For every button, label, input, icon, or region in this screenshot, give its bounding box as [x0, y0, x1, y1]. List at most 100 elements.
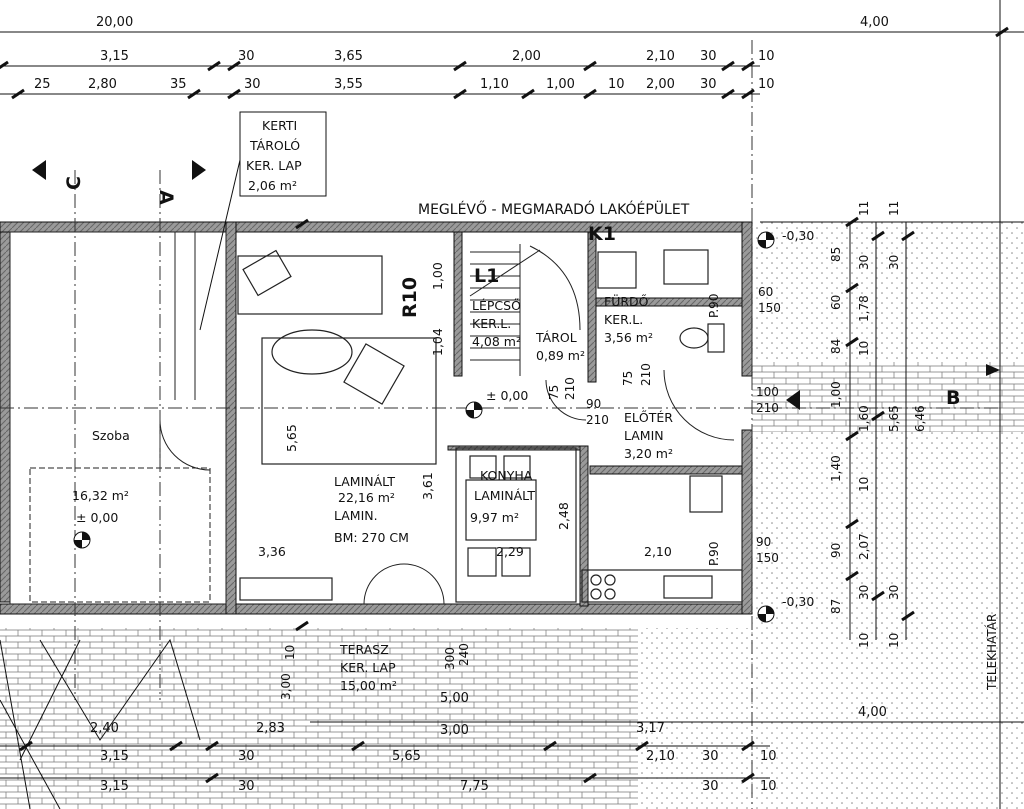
furdo-line2: KER.L.: [604, 312, 643, 327]
dim-rc2-3: 10: [857, 341, 871, 356]
dim-rc1-6: 87: [829, 599, 843, 614]
dim-rc2-5: 10: [857, 477, 871, 492]
door-swings: [159, 369, 735, 605]
nappali-w: 5,65: [284, 424, 299, 452]
dim-b-c: 3,00: [440, 723, 469, 738]
wall-tag-r10: R10: [399, 277, 421, 318]
dim-b-e: 3,15: [100, 749, 129, 764]
kerti-leader: [199, 159, 241, 331]
terasz-line1: TERASZ: [339, 642, 389, 657]
dim-r2-2: 35: [170, 77, 187, 92]
tarolo-line1: TÁROL: [535, 330, 577, 345]
level-minus-030-top: -0,30: [782, 228, 814, 243]
dim-r2-7: 10: [608, 77, 625, 92]
nappali-d3: 3,36: [258, 544, 286, 559]
nappali-line3: LAMIN.: [334, 508, 378, 523]
lepcso-line3: 4,08 m²: [472, 334, 521, 349]
staircase: [469, 244, 581, 376]
dim-rc3-0: 11: [887, 201, 901, 216]
dim-rc3-2: 5,65: [887, 405, 901, 432]
szoba-room: [9, 231, 227, 605]
dim-r2-8: 2,00: [646, 77, 675, 92]
dim-rc2-8: 10: [857, 633, 871, 648]
dim-r1-2: 3,65: [334, 49, 363, 64]
dim-r1-0: 3,15: [100, 49, 129, 64]
furdo-line1: FÜRDŐ: [604, 293, 649, 309]
dim-b-h: 2,10: [646, 749, 675, 764]
lepcso-line1: LÉPCSŐ: [472, 298, 521, 313]
dim-rc1-4: 1,40: [829, 455, 843, 482]
nappali-line4: BM: 270 CM: [334, 530, 409, 545]
dim-r2-10: 10: [758, 77, 775, 92]
dm-g: 100: [756, 385, 779, 399]
section-lines: [0, 40, 1000, 809]
bottom-right-dots: [638, 628, 1024, 809]
dim-rc3-4: 30: [887, 585, 901, 600]
dim-b-d: 3,17: [636, 721, 665, 736]
bottom-dimension-texts: 2,40 2,83 3,00 3,17 3,15 30 5,65 2,10 30…: [90, 643, 887, 794]
level-minus-030-bottom: -0,30: [782, 594, 814, 609]
wall-tag-l1: L1: [474, 265, 499, 287]
konyha-line1: KONYHA: [480, 468, 533, 483]
section-arrows: [32, 160, 1000, 410]
dim-rc3-1: 30: [887, 255, 901, 270]
dim-b-n: 30: [702, 779, 719, 794]
nappali-d1: 1,00: [430, 262, 445, 290]
szoba-area: 16,32 m²: [72, 488, 129, 503]
dim-rc1-5: 90: [829, 543, 843, 558]
dm-i: 60: [758, 285, 773, 299]
dim-r1-4: 2,10: [646, 49, 675, 64]
dim-r2-3: 30: [244, 77, 261, 92]
dim-b-k: 3,15: [100, 779, 129, 794]
dim-rc2-2: 1,78: [857, 295, 871, 322]
kerti-line3: KER. LAP: [246, 158, 302, 173]
dim-b-f: 30: [238, 749, 255, 764]
eloter-line3: 3,20 m²: [624, 446, 673, 461]
level-marker-fill: [74, 232, 774, 622]
dim-b-o: 10: [760, 779, 777, 794]
terasz-line2: KER. LAP: [340, 660, 396, 675]
dim-r2-6: 1,00: [546, 77, 575, 92]
terrace-diagonals: [0, 638, 201, 809]
dim-b-b: 2,83: [256, 721, 285, 736]
dim-b-l: 30: [238, 779, 255, 794]
dm-c: 75: [547, 385, 561, 400]
building-walls: [0, 221, 753, 615]
dimension-ticks: [0, 26, 1009, 784]
szoba-level: ± 0,00: [76, 510, 118, 525]
kerti-label-box: [239, 111, 327, 197]
dim-r1-3: 2,00: [512, 49, 541, 64]
dim-r2-1: 2,80: [88, 77, 117, 92]
dim-rc3-5: 10: [887, 633, 901, 648]
kerti-line1: KERTI: [262, 118, 297, 133]
dim-b-g: 5,65: [392, 749, 421, 764]
konyha-line3: 9,97 m²: [470, 510, 519, 525]
dm-j: 150: [758, 301, 781, 315]
dm-h: 210: [756, 401, 779, 415]
dim-b-m: 7,75: [460, 779, 489, 794]
dim-r2-5: 1,10: [480, 77, 509, 92]
furdo-line3: 3,56 m²: [604, 330, 653, 345]
dm-d: 210: [563, 377, 577, 400]
konyha-w: 2,29: [496, 544, 524, 559]
dim-rc2-7: 30: [857, 585, 871, 600]
dim-r1-1: 30: [238, 49, 255, 64]
dim-b-i: 30: [702, 749, 719, 764]
existing-building-label: MEGLÉVŐ - MEGMARADÓ LAKÓÉPÜLET: [418, 200, 690, 218]
nappali-line2: 22,16 m²: [338, 490, 395, 505]
dim-v-240: 240: [457, 643, 471, 666]
konyha-h: 2,48: [556, 502, 571, 530]
kerti-line4: 2,06 m²: [248, 178, 297, 193]
dim-b-total-right: 4,00: [858, 705, 887, 720]
dm-f: 210: [639, 363, 653, 386]
wall-tag-k1: K1: [588, 223, 616, 245]
section-a-label: A: [155, 190, 177, 205]
dim-terrace-w: 5,00: [440, 691, 469, 706]
dim-rc2-6: 2,07: [857, 533, 871, 560]
dm-k: 90: [756, 535, 771, 549]
dm-l: 150: [756, 551, 779, 565]
top-dimension-texts: 20,00 4,00 3,15 30 3,65 2,00 2,10 30 10 …: [34, 15, 889, 92]
dim-rc2-1: 30: [857, 255, 871, 270]
dim-rc2-0: 11: [857, 201, 871, 216]
